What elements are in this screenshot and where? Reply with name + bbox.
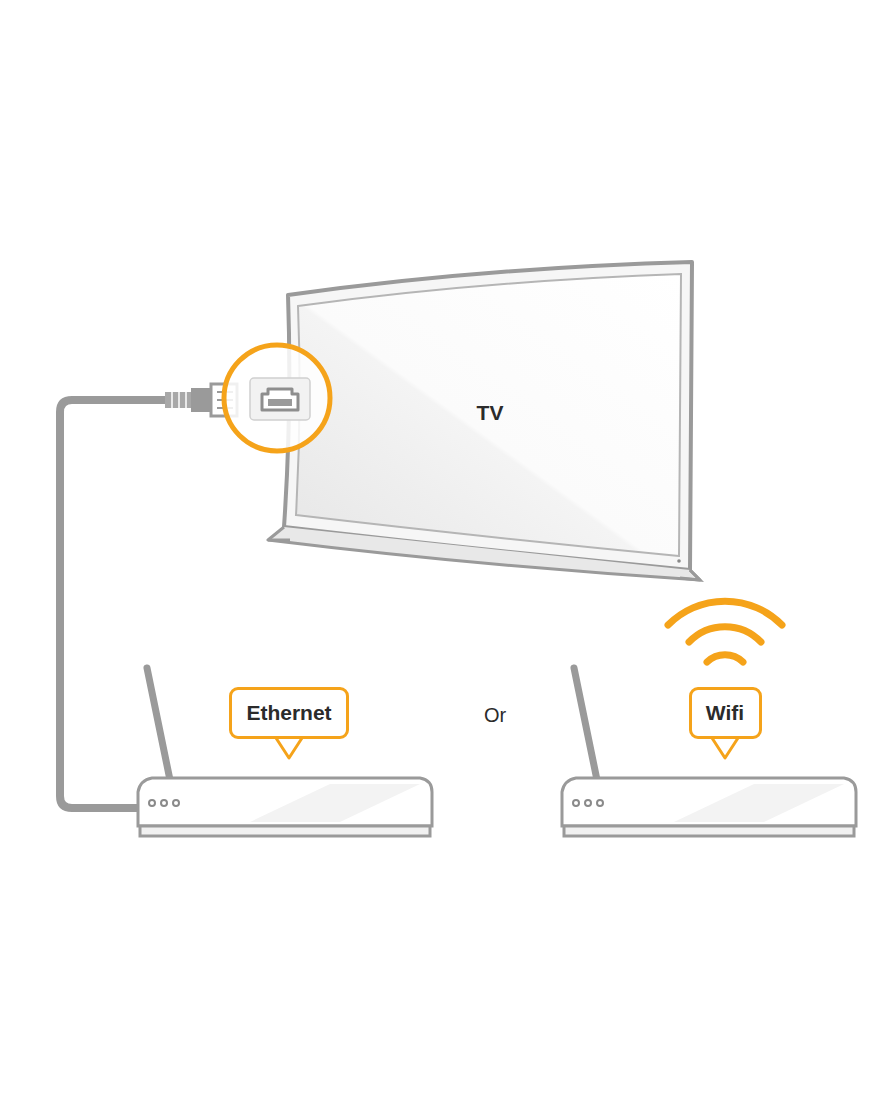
node-text: TV (477, 400, 504, 425)
node-text: Wifi (706, 700, 744, 725)
port-callout (224, 345, 330, 451)
or-label: Or (484, 704, 506, 727)
router-right (562, 668, 856, 836)
ethernet-cable (60, 400, 180, 808)
ethernet-bubble: Ethernet (229, 687, 349, 739)
wifi-waves (668, 601, 782, 662)
router-left (138, 668, 432, 836)
tv-set (268, 262, 700, 580)
bubble-tail (712, 738, 738, 758)
tv-screen: TV (340, 323, 640, 503)
node-text: Ethernet (246, 700, 331, 725)
bubble-tail (276, 738, 302, 758)
wifi-bubble: Wifi (689, 687, 762, 739)
